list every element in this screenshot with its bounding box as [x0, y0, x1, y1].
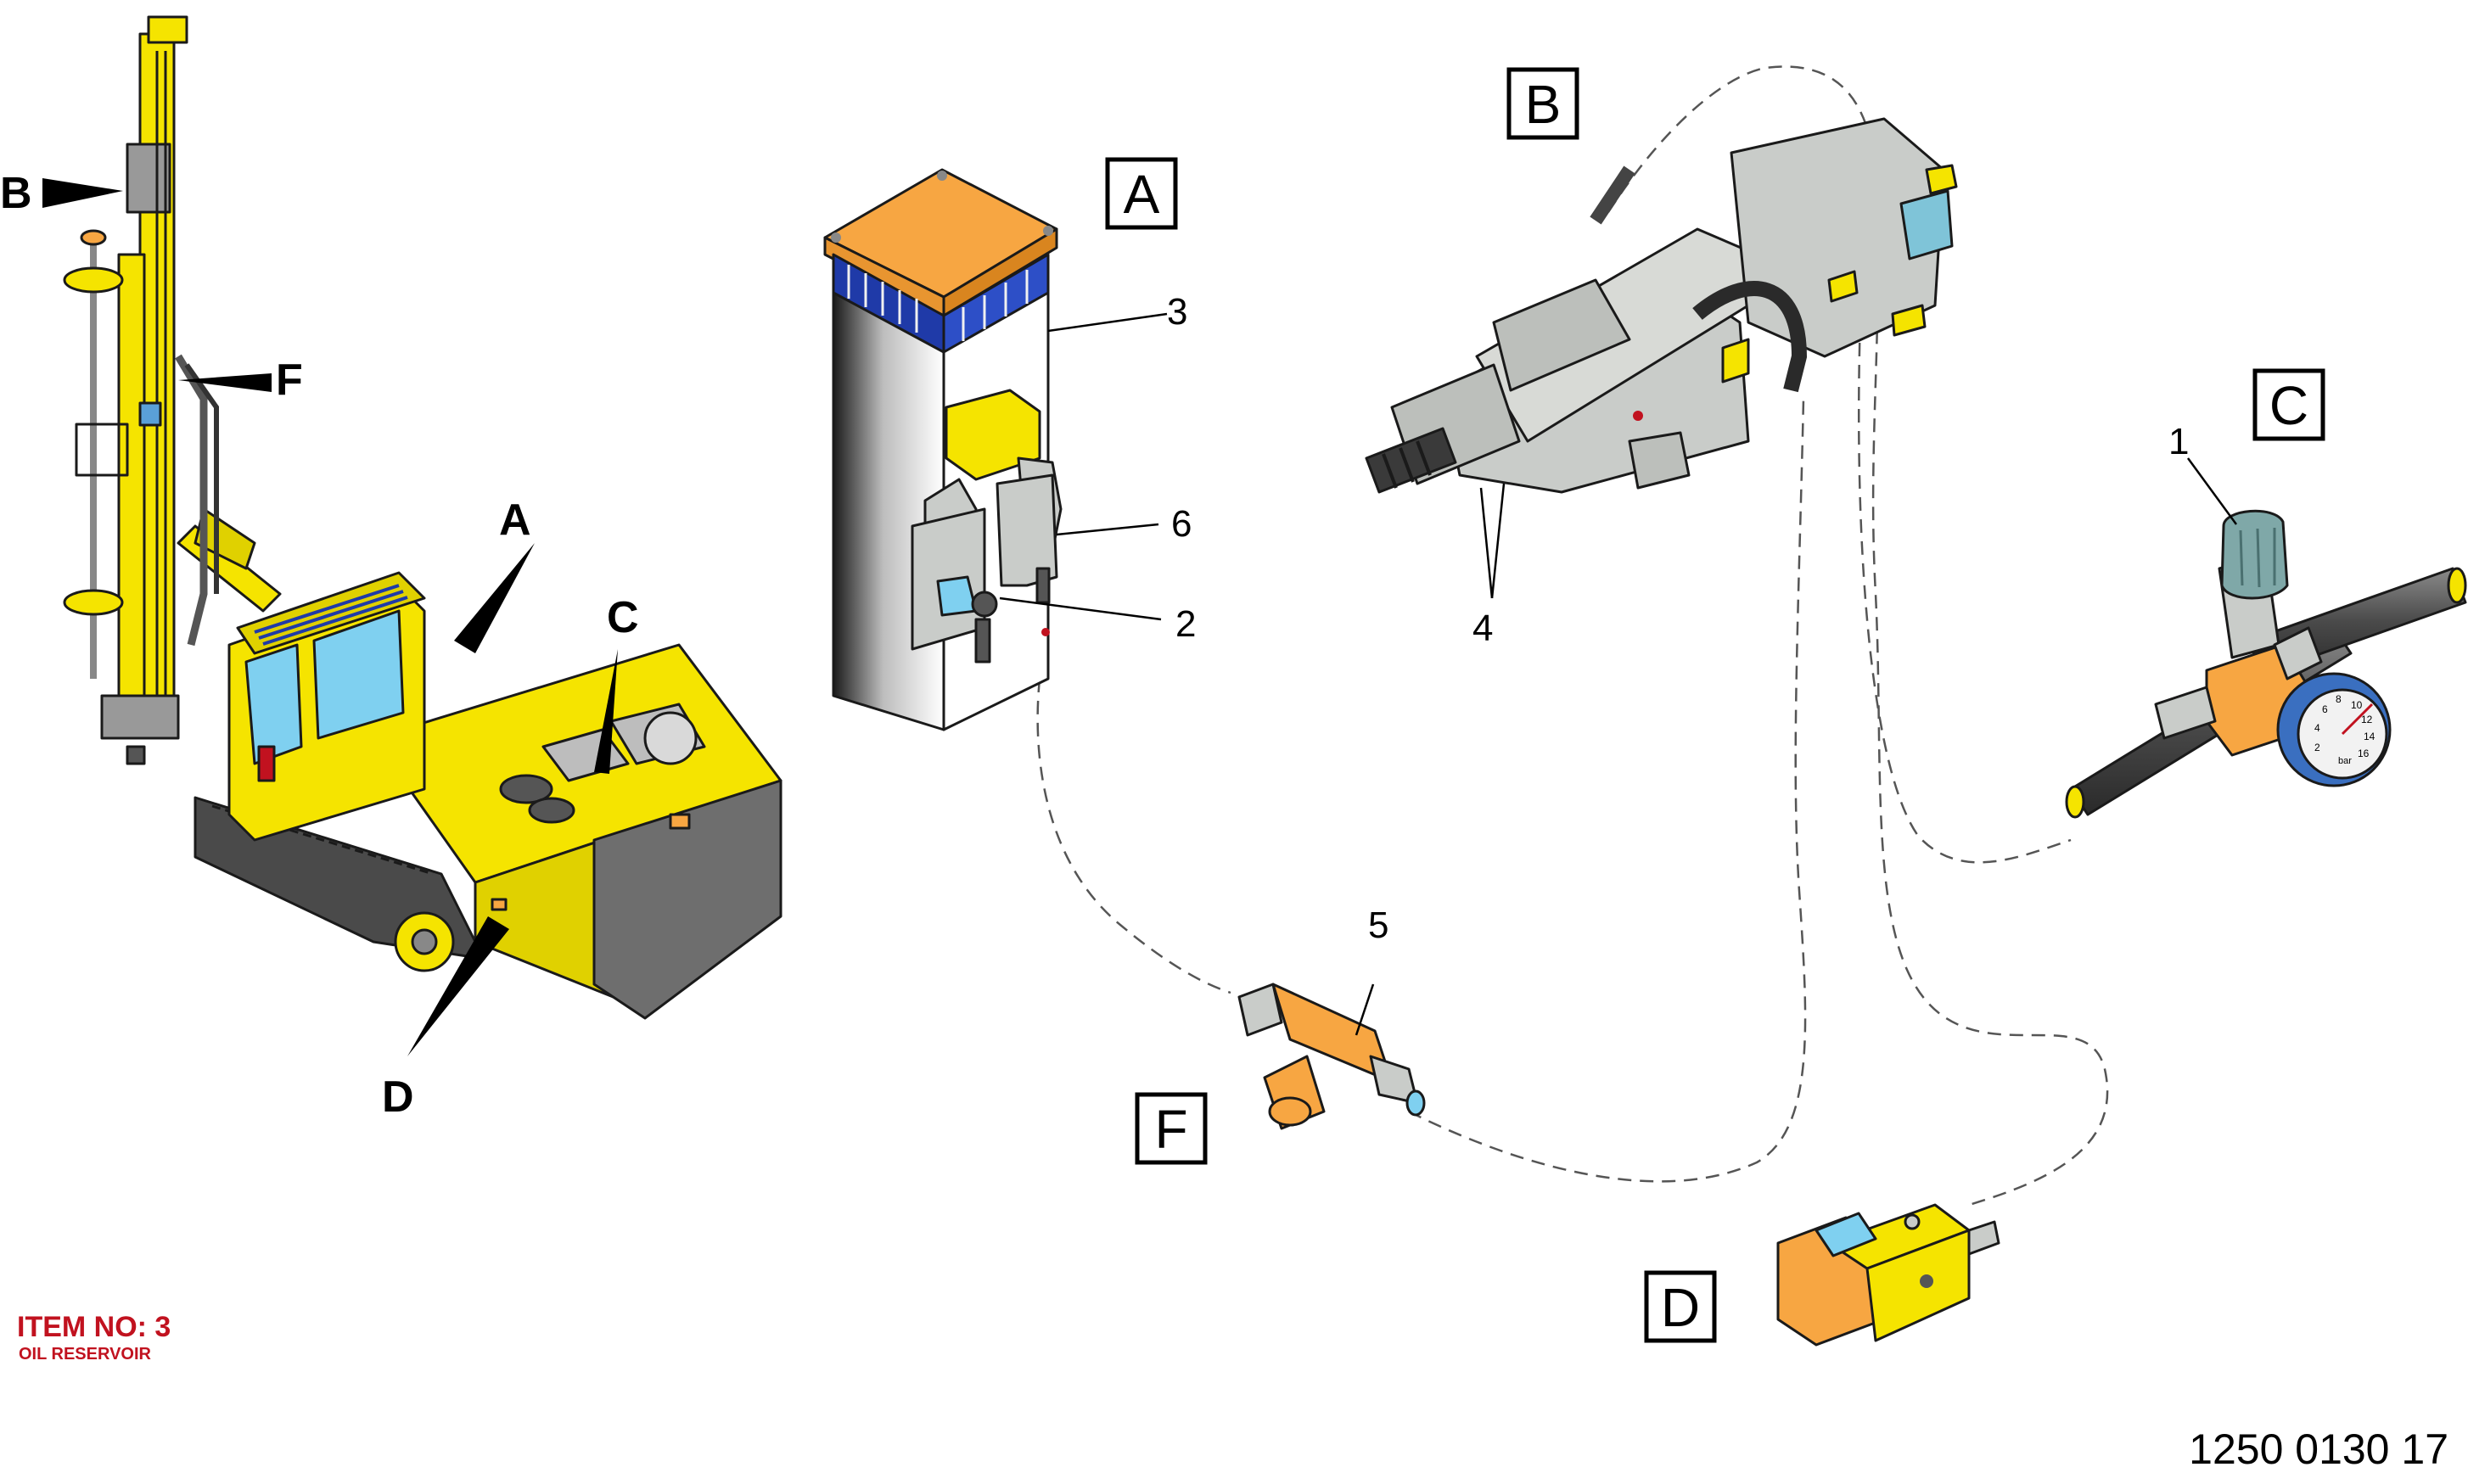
box-label-b: B [1525, 74, 1562, 135]
box-d [1644, 1270, 1717, 1343]
callout-letter-d: D [382, 1072, 414, 1122]
callout-arrow-c [594, 649, 618, 774]
box-f [1135, 1092, 1208, 1165]
gauge-tick-6: 6 [2322, 703, 2328, 715]
item-number: ITEM NO: 3 [17, 1311, 171, 1343]
box-label-a: A [1124, 164, 1160, 225]
box-label-f: F [1154, 1099, 1187, 1160]
callout-letter-f: F [276, 356, 303, 405]
part-number-1: 1 [2168, 421, 2189, 462]
gauge-tick-16: 16 [2358, 748, 2370, 759]
box-label-d: D [1661, 1277, 1700, 1338]
item-description: OIL RESERVOIR [19, 1345, 152, 1364]
drawing-number: 1250 0130 17 [2189, 1425, 2448, 1473]
callout-letter-a: A [499, 496, 531, 545]
part-number-5: 5 [1368, 904, 1388, 946]
gauge-tick-12: 12 [2361, 714, 2373, 725]
callout-letter-c: C [607, 593, 639, 642]
gauge-tick-2: 2 [2314, 742, 2320, 753]
box-label-c: C [2269, 375, 2308, 436]
rock-drill-illustration [1365, 117, 1958, 599]
drill-rig-illustration [42, 15, 782, 1056]
gauge-tick-10: 10 [2351, 699, 2363, 711]
callout-arrow-a [454, 543, 535, 653]
part-number-4: 4 [1472, 608, 1493, 649]
part-number-2: 2 [1175, 603, 1196, 645]
solenoid-valve-illustration [1776, 1203, 2000, 1347]
box-c [2252, 368, 2325, 441]
box-b [1506, 67, 1579, 140]
box-a [1105, 157, 1178, 230]
gauge-tick-4: 4 [2314, 722, 2320, 734]
callout-arrow-f [178, 373, 272, 392]
gauge-unit: bar [2338, 756, 2352, 766]
oil-reservoir-illustration [823, 168, 1168, 731]
part-number-3: 3 [1167, 291, 1187, 333]
gauge-tick-8: 8 [2336, 693, 2342, 705]
pressure-regulator-illustration: 2 4 6 8 10 12 14 16 bar [2065, 457, 2467, 819]
inline-fitting-illustration [1237, 983, 1426, 1130]
part-number-6: 6 [1171, 503, 1192, 545]
callout-arrow-b [42, 178, 123, 208]
gauge-tick-14: 14 [2364, 731, 2375, 742]
connection-lines [1036, 65, 2109, 1207]
callout-arrow-d [407, 916, 509, 1056]
callout-letter-b: B [0, 169, 32, 218]
